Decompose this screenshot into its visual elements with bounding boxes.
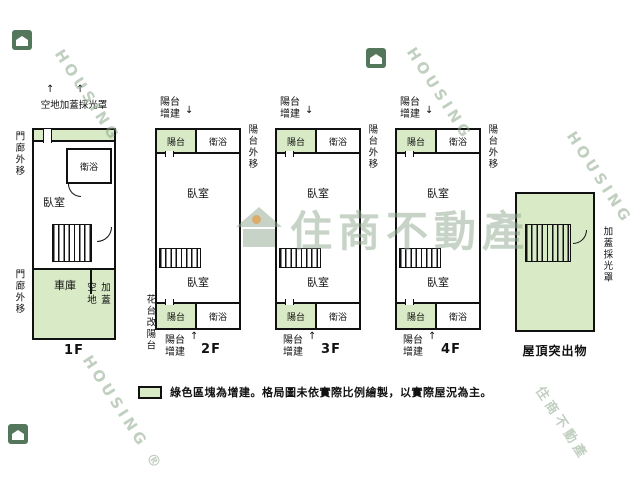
f3-bedroom-top-label: 臥室 <box>307 187 329 200</box>
f1-bedroom-label: 臥室 <box>43 196 65 209</box>
arrow-down-icon: ↓ <box>305 105 314 116</box>
f4-balcony-add-top-label: 陽台增建 <box>400 97 420 120</box>
f2-stairs <box>159 248 201 268</box>
f3-balcony-bottom: 陽台 <box>277 302 317 328</box>
f2-bath-bottom: 衛浴 <box>197 302 239 328</box>
f2-balcony-add-top-label: 陽台增建 <box>160 97 180 120</box>
f1-porch-bottom-label: 門廊外移 <box>13 269 25 315</box>
brand-logo-icon <box>8 424 28 444</box>
room-label: 陽台 <box>406 137 425 148</box>
f1-stairs <box>52 224 92 262</box>
room-label: 陽台 <box>406 312 425 323</box>
f1-garage-label: 車庫 <box>54 279 76 292</box>
room-label: 陽台 <box>286 312 305 323</box>
f4-balcony-bottom: 陽台 <box>397 302 437 328</box>
room-label: 陽台 <box>166 137 185 148</box>
f4-stairs <box>399 248 441 268</box>
arrow-down-icon: ↓ <box>185 105 194 116</box>
f2-balcony-out-label: 陽台外移 <box>246 124 258 170</box>
orange-dot-icon <box>252 214 261 224</box>
f4-bedroom-bottom-label: 臥室 <box>427 276 449 289</box>
f4-balcony-bottom-door <box>405 299 414 305</box>
room-label: 衛浴 <box>208 312 227 323</box>
f1-porch-top-label: 門廊外移 <box>13 131 25 177</box>
room-label: 衛浴 <box>79 162 98 173</box>
roof-name: 屋頂突出物 <box>522 344 588 358</box>
f3-bath-top: 衛浴 <box>317 130 359 154</box>
f4-balcony-top: 陽台 <box>397 130 437 154</box>
f1-wall <box>90 270 92 294</box>
roof-stairs <box>525 224 571 262</box>
brand-logo-icon <box>366 48 386 68</box>
room-label: 衛浴 <box>448 312 467 323</box>
brand-logo-icon <box>12 30 32 50</box>
f4-bedroom-top-label: 臥室 <box>427 187 449 200</box>
room-label: 衛浴 <box>208 137 227 148</box>
arrow-up-icon: ↑ <box>46 84 55 95</box>
room-label: 陽台 <box>166 312 185 323</box>
f1-skylight-label: 空地加蓋採光罩 <box>40 100 108 111</box>
roof-skylight-label: 加蓋採光罩 <box>601 226 613 284</box>
f3-balcony-bottom-door <box>285 299 294 305</box>
f3-bath-bottom: 衛浴 <box>317 302 359 328</box>
arrow-down-icon: ↓ <box>425 105 434 116</box>
f4-balcony-out-label: 陽台外移 <box>486 124 498 170</box>
arrow-up-icon: ↑ <box>76 84 85 95</box>
f1-porch-area <box>34 130 114 142</box>
f4-unit: 陽台 衛浴 臥室 臥室 陽台 衛浴 <box>395 128 481 330</box>
arrow-up-icon: ↑ <box>190 331 199 342</box>
f4-bath-top: 衛浴 <box>437 130 479 154</box>
f3-name: 3F <box>321 342 341 357</box>
f3-balcony-add-top-label: 陽台增建 <box>280 97 300 120</box>
f4-name: 4F <box>441 342 461 357</box>
f2-balcony-add-bottom-label: 陽台增建 <box>165 335 185 358</box>
f4-balcony-door <box>405 151 414 157</box>
f2-bedroom-top-label: 臥室 <box>187 187 209 200</box>
f1-entry-door <box>43 129 52 143</box>
f2-balcony-bottom-door <box>165 299 174 305</box>
watermark-housing: HOUSING ® <box>78 352 168 475</box>
legend-text: 綠色區塊為增建。格局圖未依實際比例繪製，以實際屋況為主。 <box>170 386 492 399</box>
f4-balcony-add-bottom-label: 陽台增建 <box>403 335 423 358</box>
legend-swatch <box>138 386 162 399</box>
f3-balcony-top: 陽台 <box>277 130 317 154</box>
f1-bathroom: 衛浴 <box>66 148 112 184</box>
f1-vacant-label: 空地加蓋 <box>85 282 110 307</box>
f2-unit: 陽台 衛浴 臥室 臥室 陽台 衛浴 <box>155 128 241 330</box>
f2-bedroom-bottom-label: 臥室 <box>187 276 209 289</box>
f3-balcony-door <box>285 151 294 157</box>
roof-door-arc-icon <box>573 230 587 244</box>
room-label: 陽台 <box>286 137 305 148</box>
f1-door-arc-icon <box>97 227 112 242</box>
f3-bedroom-bottom-label: 臥室 <box>307 276 329 289</box>
f2-balcony-door <box>165 151 174 157</box>
watermark-brand-small: 住商不動產 <box>532 384 591 464</box>
room-label: 衛浴 <box>328 137 347 148</box>
f3-stairs <box>279 248 321 268</box>
house-body-icon <box>243 228 275 247</box>
f4-bath-bottom: 衛浴 <box>437 302 479 328</box>
f1-bath-door-arc-icon <box>68 184 81 197</box>
f3-balcony-add-bottom-label: 陽台增建 <box>283 335 303 358</box>
room-label: 衛浴 <box>448 137 467 148</box>
roof-unit <box>515 192 595 332</box>
f1-unit: 衛浴 臥室 車庫 空地加蓋 <box>32 128 116 340</box>
f2-flowerbed-label: 花台改陽台 <box>144 294 156 352</box>
room-label: 衛浴 <box>328 312 347 323</box>
f1-garage-area: 車庫 空地加蓋 <box>34 268 114 338</box>
arrow-up-icon: ↑ <box>428 331 437 342</box>
f2-bath-top: 衛浴 <box>197 130 239 154</box>
f2-name: 2F <box>201 342 221 357</box>
arrow-up-icon: ↑ <box>308 331 317 342</box>
f1-name: 1F <box>64 343 84 358</box>
f3-balcony-out-label: 陽台外移 <box>366 124 378 170</box>
f2-balcony-top: 陽台 <box>157 130 197 154</box>
f3-unit: 陽台 衛浴 臥室 臥室 陽台 衛浴 <box>275 128 361 330</box>
f2-balcony-bottom: 陽台 <box>157 302 197 328</box>
